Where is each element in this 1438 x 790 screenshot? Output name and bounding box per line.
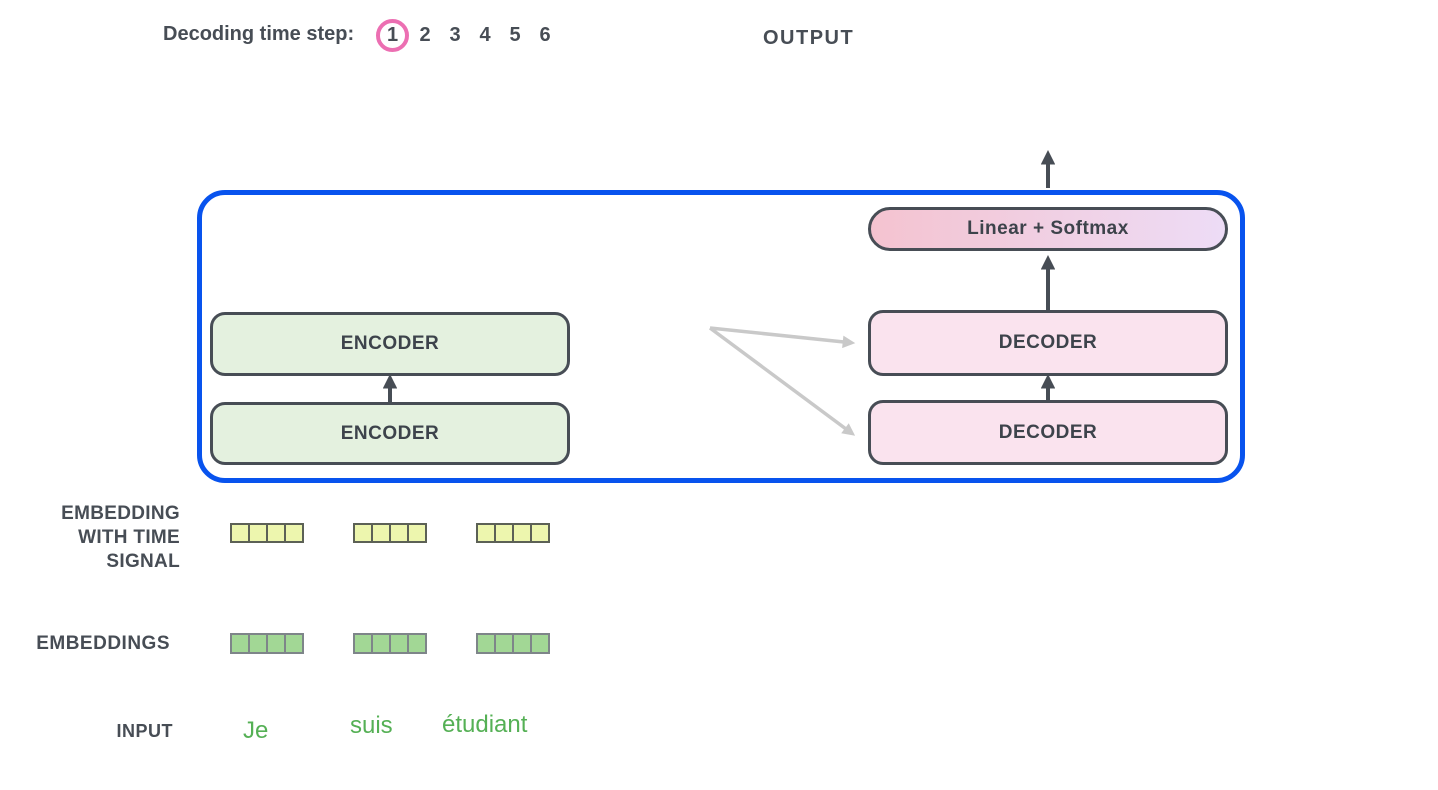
embedding-cell [230, 633, 250, 654]
embedding-vector-3 [476, 633, 550, 654]
encoder-block-top: ENCODER [210, 312, 570, 376]
embedding-cell [389, 633, 409, 654]
embedding-cell [530, 633, 550, 654]
decoder-label: DECODER [998, 332, 1098, 353]
time-step-2[interactable]: 2 [419, 23, 431, 46]
embedding-cell [512, 523, 532, 543]
time-step-selector: 1 2 3 4 5 6 [376, 17, 560, 53]
embedding-cell [512, 633, 532, 654]
time-step-5[interactable]: 5 [509, 23, 521, 46]
embedding-cell [230, 523, 250, 543]
embedding-cell [371, 523, 391, 543]
embedding-vector-2 [353, 633, 427, 654]
embedding-cell [530, 523, 550, 543]
embedding-cell [248, 633, 268, 654]
embedding-cell [266, 633, 286, 654]
embedding-cell [407, 523, 427, 543]
input-token-suis: suis [350, 712, 393, 739]
time-step-1-selected[interactable]: 1 [376, 18, 409, 52]
time-step-number: 1 [386, 23, 399, 46]
embedding-cell [266, 523, 286, 543]
time-step-4[interactable]: 4 [479, 23, 491, 46]
decoder-label: DECODER [998, 421, 1098, 443]
time-embedding-vector-3 [476, 523, 550, 543]
decoder-block-bottom: DECODER [868, 400, 1228, 465]
input-token-etudiant: étudiant [442, 711, 528, 738]
embedding-with-time-signal-label: EMBEDDING WITH TIME SIGNAL [61, 503, 180, 572]
time-step-3[interactable]: 3 [449, 23, 461, 46]
embedding-cell [371, 633, 391, 654]
embedding-cell [353, 633, 373, 654]
input-token-je: Je [243, 717, 269, 744]
encoder-label: ENCODER [340, 333, 440, 354]
embedding-cell [284, 523, 304, 543]
embedding-cell [494, 523, 514, 543]
decoder-block-top: DECODER [868, 310, 1228, 376]
encoder-label: ENCODER [340, 422, 440, 444]
linear-softmax-label: Linear + Softmax [967, 218, 1129, 239]
embedding-cell [476, 633, 496, 654]
input-label: INPUT [116, 721, 173, 741]
embedding-cell [476, 523, 496, 543]
embedding-cell [353, 523, 373, 543]
output-label: OUTPUT [763, 27, 855, 49]
encoder-block-bottom: ENCODER [210, 402, 570, 465]
time-embedding-vector-2 [353, 523, 427, 543]
embedding-cell [389, 523, 409, 543]
embedding-cell [284, 633, 304, 654]
linear-softmax-block: Linear + Softmax [868, 207, 1228, 251]
embedding-cell [248, 523, 268, 543]
time-embedding-vector-1 [230, 523, 304, 543]
transformer-container [197, 190, 1245, 483]
embeddings-label: EMBEDDINGS [36, 633, 170, 654]
embedding-cell [494, 633, 514, 654]
time-step-6[interactable]: 6 [539, 23, 551, 46]
embedding-vector-1 [230, 633, 304, 654]
embedding-cell [407, 633, 427, 654]
decoding-time-step-label: Decoding time step: [163, 23, 355, 45]
